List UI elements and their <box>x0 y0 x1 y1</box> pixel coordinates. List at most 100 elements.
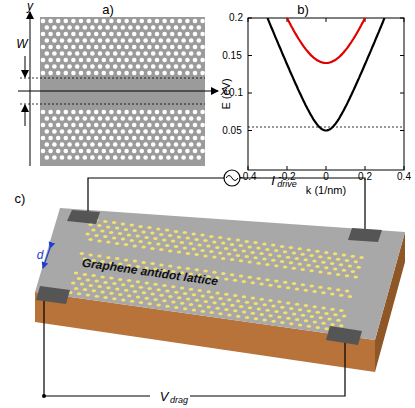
antidot-hole <box>45 116 50 121</box>
antidot-hole <box>200 58 205 63</box>
antidot-hole <box>159 38 164 43</box>
antidot-hole <box>45 155 50 160</box>
antidot-hole <box>136 64 141 69</box>
antidot-hole <box>171 301 175 304</box>
tick <box>400 93 404 94</box>
antidot-hole <box>178 136 183 141</box>
antidot-hole <box>151 142 156 147</box>
antidot-hole <box>239 259 243 262</box>
antidot-hole <box>67 51 72 56</box>
antidot-hole <box>105 116 110 121</box>
antidot-hole <box>124 289 128 292</box>
antidot-hole <box>183 246 187 249</box>
antidot-hole <box>218 251 222 254</box>
tick <box>400 55 404 56</box>
antidot-hole <box>121 142 126 147</box>
antidot-hole <box>77 292 81 295</box>
antidot-holes <box>41 19 205 160</box>
antidot-hole <box>265 309 269 312</box>
contact-pad <box>348 228 382 242</box>
antidot-hole <box>60 142 65 147</box>
antidot-hole <box>198 289 202 292</box>
antidot-hole <box>136 129 141 134</box>
antidot-hole <box>143 116 148 121</box>
antidot-hole <box>109 110 114 115</box>
antidot-hole <box>174 230 178 233</box>
antidot-hole <box>145 297 149 300</box>
antidot-hole <box>117 71 122 76</box>
antidot-hole <box>330 308 334 311</box>
antidot-hole <box>193 19 198 24</box>
antidot-hole <box>242 250 246 253</box>
antidot-hole <box>128 116 133 121</box>
antidot-hole <box>102 45 107 50</box>
antidot-hole <box>83 64 88 69</box>
antidot-hole <box>97 239 101 242</box>
antidot-hole <box>100 291 104 294</box>
antidot-hole <box>307 325 311 328</box>
antidot-hole <box>56 58 61 63</box>
antidot-hole <box>118 232 122 235</box>
antidot-hole <box>41 58 46 63</box>
antidot-hole <box>263 303 267 306</box>
antidot-hole <box>83 288 87 291</box>
antidot-hole <box>295 257 299 260</box>
antidot-hole <box>166 38 171 43</box>
antidot-hole <box>209 250 213 253</box>
antidot-hole <box>301 268 305 271</box>
tick <box>248 18 252 19</box>
antidot-hole <box>67 155 72 160</box>
antidot-hole <box>83 142 88 147</box>
antidot-hole <box>345 290 349 293</box>
antidot-hole <box>106 256 110 259</box>
antidot-hole <box>253 256 257 259</box>
antidot-hole <box>64 58 69 63</box>
antidot-hole <box>103 235 107 238</box>
antidot-hole <box>166 155 171 160</box>
antidot-hole <box>143 142 148 147</box>
antidot-hole <box>80 252 84 255</box>
antidot-hole <box>147 123 152 128</box>
antidot-hole <box>165 290 169 293</box>
antidot-hole <box>313 290 317 293</box>
antidot-hole <box>168 295 172 298</box>
antidot-hole <box>333 252 337 255</box>
antidot-hole <box>192 309 196 312</box>
antidot-hole <box>170 123 175 128</box>
antidot-hole <box>109 149 114 154</box>
antidot-hole <box>189 25 194 30</box>
antidot-hole <box>304 258 308 261</box>
antidot-hole <box>67 129 72 134</box>
antidot-hole <box>103 281 107 284</box>
antidot-hole <box>200 123 205 128</box>
antidot-hole <box>94 32 99 37</box>
antidot-hole <box>165 305 169 308</box>
antidot-hole <box>248 306 252 309</box>
antidot-hole <box>316 311 320 314</box>
antidot-hole <box>236 300 240 303</box>
antidot-hole <box>128 155 133 160</box>
text-label: -0.4 <box>239 172 256 182</box>
antidot-hole <box>283 311 287 314</box>
antidot-hole <box>174 291 178 294</box>
antidot-hole <box>127 279 131 282</box>
antidot-hole <box>56 19 61 24</box>
antidot-hole <box>193 45 198 50</box>
antidot-hole <box>86 71 91 76</box>
antidot-hole <box>80 283 84 286</box>
antidot-hole <box>224 293 228 296</box>
antidot-hole <box>301 283 305 286</box>
antidot-hole <box>157 304 161 307</box>
antidot-hole <box>121 129 126 134</box>
antidot-hole <box>132 149 137 154</box>
antidot-hole <box>83 273 87 276</box>
antidot-hole <box>52 129 57 134</box>
antidot-hole <box>124 45 129 50</box>
antidot-hole <box>67 64 72 69</box>
antidot-hole <box>259 252 263 255</box>
antidot-hole <box>145 282 149 285</box>
antidot-hole <box>168 249 172 252</box>
antidot-hole <box>155 45 160 50</box>
antidot-hole <box>339 263 343 266</box>
antidot-hole <box>313 321 317 324</box>
